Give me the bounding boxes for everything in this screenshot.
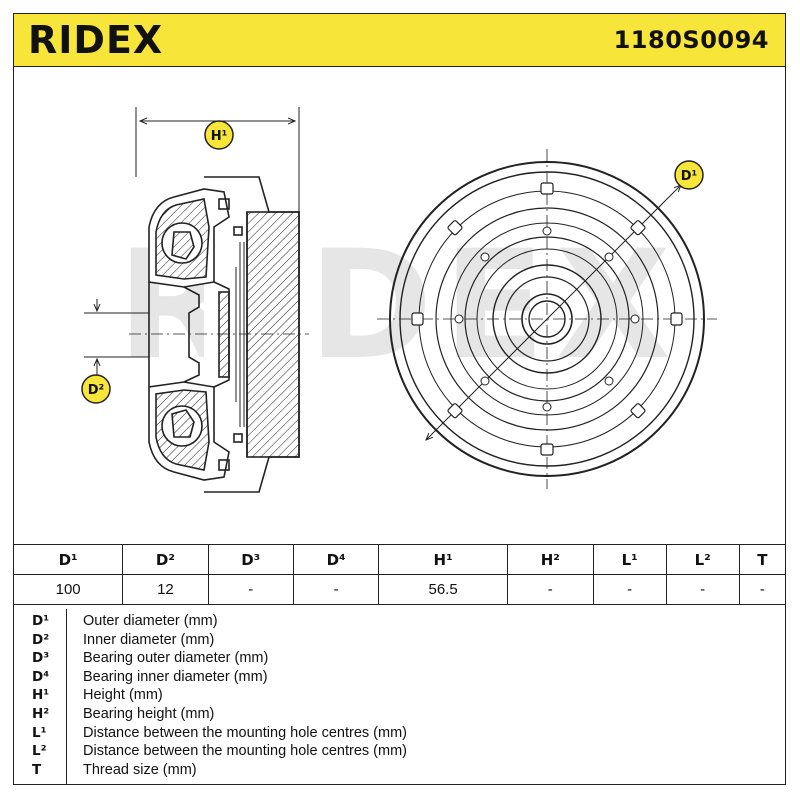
spec-value-cell: - xyxy=(592,574,667,605)
header-bar: RIDEX 1180S0094 xyxy=(14,14,785,67)
legend-row: D⁴ Bearing inner diameter (mm) xyxy=(14,668,785,687)
legend-code: D³ xyxy=(32,650,50,667)
spec-value-row: 100 12 - - 56.5 - - - - xyxy=(14,574,785,605)
legend-row: L¹ Distance between the mounting hole ce… xyxy=(14,724,785,743)
spec-header-cell: D¹ xyxy=(14,544,124,575)
spec-value-cell: 56.5 xyxy=(378,574,508,605)
spec-header-cell: L² xyxy=(665,544,740,575)
legend-description: Bearing inner diameter (mm) xyxy=(83,668,268,685)
spec-value-cell: - xyxy=(506,574,594,605)
legend-divider xyxy=(66,609,67,784)
legend-row: T Thread size (mm) xyxy=(14,761,785,780)
legend-description: Thread size (mm) xyxy=(83,761,197,778)
svg-text:D¹: D¹ xyxy=(681,169,698,184)
legend-code: L² xyxy=(32,743,47,760)
callout-d2: D² xyxy=(81,374,111,404)
legend-code: L¹ xyxy=(32,724,47,741)
legend-code: D² xyxy=(32,631,50,648)
svg-text:D²: D² xyxy=(88,383,105,398)
spec-value-cell: - xyxy=(665,574,740,605)
product-sheet: RIDEX 1180S0094 RIDEX xyxy=(13,13,786,785)
spec-value-cell: - xyxy=(207,574,294,605)
spec-value-cell: 100 xyxy=(14,574,124,605)
svg-text:H¹: H¹ xyxy=(211,129,228,144)
front-view xyxy=(377,149,717,489)
legend-description: Bearing height (mm) xyxy=(83,706,215,722)
spec-header-cell: L¹ xyxy=(592,544,667,575)
spec-value-cell: - xyxy=(292,574,380,605)
spec-header-row: D¹ D² D³ D⁴ H¹ H² L¹ L² T xyxy=(14,544,785,575)
legend-code: D¹ xyxy=(32,613,50,629)
spec-header-cell: D² xyxy=(122,544,209,575)
legend: D¹ Outer diameter (mm) D² Inner diameter… xyxy=(14,609,785,784)
side-section-view xyxy=(84,107,309,493)
legend-description: Height (mm) xyxy=(83,687,163,704)
legend-row: H² Bearing height (mm) xyxy=(14,705,785,724)
legend-row: H¹ Height (mm) xyxy=(14,686,785,705)
legend-code: H² xyxy=(32,706,50,722)
spec-header-cell: T xyxy=(738,544,785,575)
legend-row: D² Inner diameter (mm) xyxy=(14,631,785,650)
spec-header-cell: H² xyxy=(506,544,594,575)
legend-code: D⁴ xyxy=(32,668,50,685)
legend-code: H¹ xyxy=(32,687,50,704)
spec-header-cell: D⁴ xyxy=(292,544,380,575)
callout-d1: D¹ xyxy=(674,160,704,190)
legend-description: Bearing outer diameter (mm) xyxy=(83,650,269,667)
spec-header-cell: H¹ xyxy=(378,544,508,575)
legend-code: T xyxy=(32,761,42,778)
callout-h1: H¹ xyxy=(204,120,234,150)
spec-header-cell: D³ xyxy=(207,544,294,575)
spec-value-cell: - xyxy=(738,574,785,605)
legend-description: Inner diameter (mm) xyxy=(83,631,215,648)
legend-row: D³ Bearing outer diameter (mm) xyxy=(14,649,785,668)
legend-row: D¹ Outer diameter (mm) xyxy=(14,612,785,631)
part-number: 1180S0094 xyxy=(613,26,769,54)
spec-table: D¹ D² D³ D⁴ H¹ H² L¹ L² T 100 12 - - 56.… xyxy=(14,544,785,605)
spec-value-cell: 12 xyxy=(122,574,209,605)
legend-description: Distance between the mounting hole centr… xyxy=(83,743,407,760)
legend-description: Outer diameter (mm) xyxy=(83,613,218,629)
legend-row: L² Distance between the mounting hole ce… xyxy=(14,742,785,761)
legend-description: Distance between the mounting hole centr… xyxy=(83,724,407,741)
technical-drawing: RIDEX xyxy=(81,107,717,493)
brand-logo: RIDEX xyxy=(28,18,164,62)
